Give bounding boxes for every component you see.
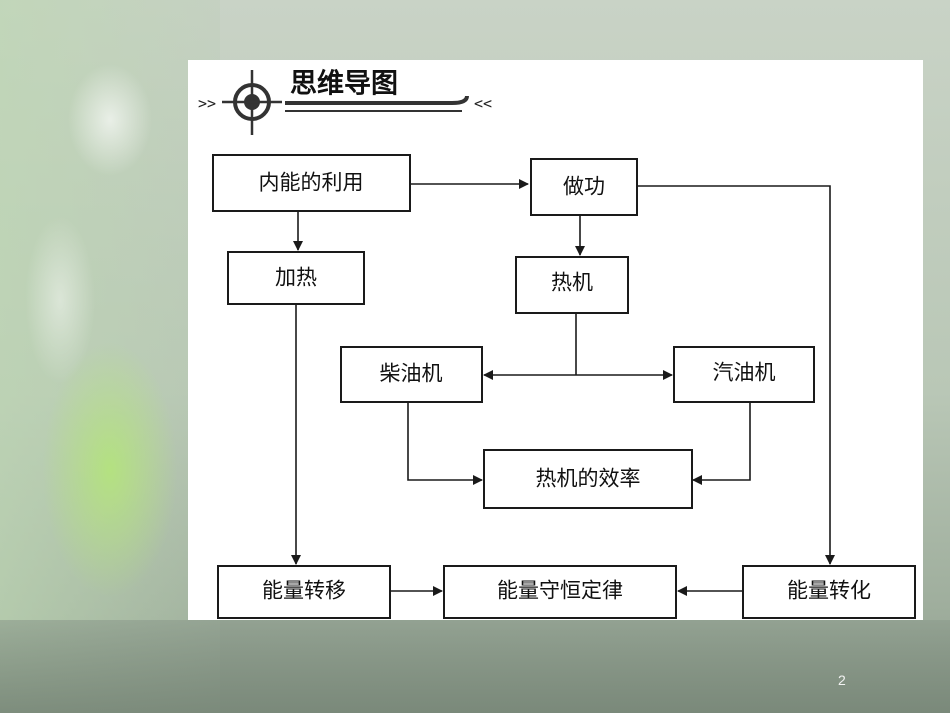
connectors [291,179,835,596]
node-label: 内能的利用 [259,171,364,195]
arrow-gasoline-to-efficiency [692,402,751,485]
node-label: 做功 [563,175,605,199]
header-right-chevrons: << [474,95,492,113]
node-energy-conservation: 能量守恒定律 [443,565,677,619]
node-label: 能量转化 [787,579,871,603]
page-title: 思维导图 [290,69,398,100]
arrow-work-to-conversion [637,185,835,565]
node-label: 热机 [551,271,593,295]
node-gasoline-engine: 汽油机 [673,346,815,403]
node-engine-efficiency: 热机的效率 [483,449,693,509]
node-label: 能量转移 [262,579,346,603]
header-left-chevrons: >> [198,95,216,113]
node-heat-engine: 热机 [515,256,629,314]
arrow-diesel-to-efficiency [407,402,483,485]
node-label: 能量守恒定律 [497,579,623,603]
node-label: 热机的效率 [536,467,641,491]
background-bottom-band [0,620,950,713]
node-label: 柴油机 [380,362,443,386]
node-diesel-engine: 柴油机 [340,346,483,403]
node-internal-energy-use: 内能的利用 [212,154,411,212]
page-number: 2 [838,672,846,688]
background-decoration [0,0,220,713]
node-heating: 加热 [227,251,365,305]
title-underline [285,95,469,105]
node-energy-transfer: 能量转移 [217,565,391,619]
node-label: 汽油机 [713,361,776,385]
node-label: 加热 [275,266,317,290]
node-work: 做功 [530,158,638,216]
mind-map-panel [188,60,923,620]
header-badge: >> 思维导图 << [198,69,492,135]
node-energy-conversion: 能量转化 [742,565,916,619]
